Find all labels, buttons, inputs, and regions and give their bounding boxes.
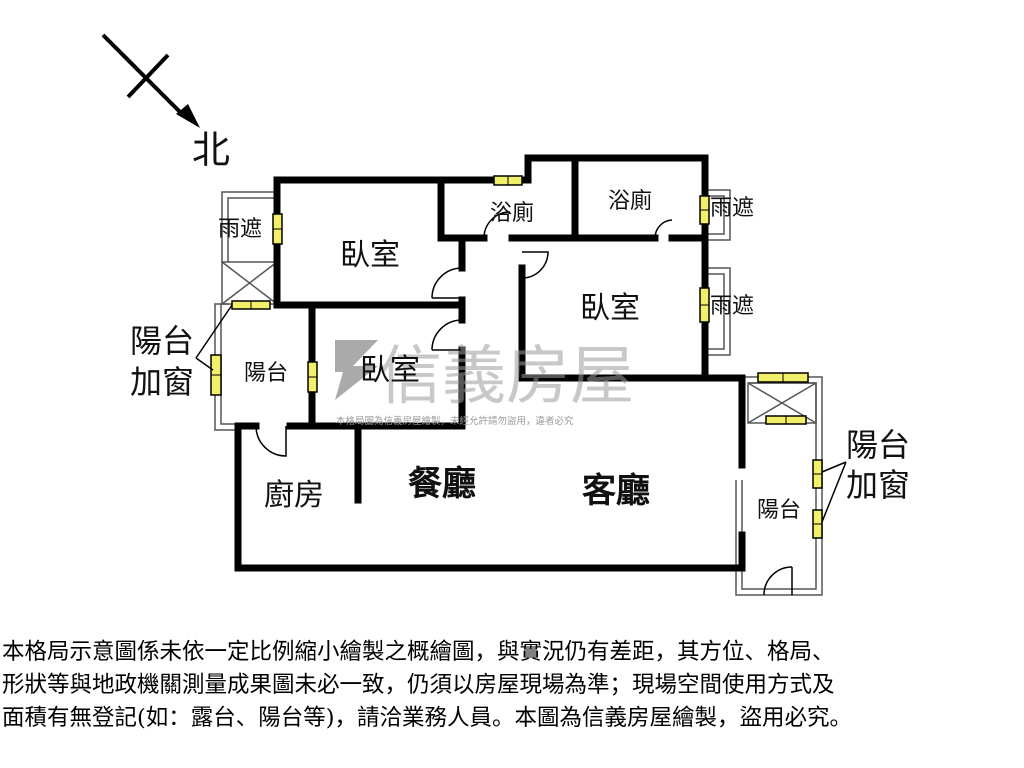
label-bedroom-right: 臥室 xyxy=(580,291,640,326)
label-living: 客廳 xyxy=(582,471,650,511)
brand-logo xyxy=(335,340,378,400)
label-balcony-right: 陽台 xyxy=(757,498,801,523)
label-kitchen: 廚房 xyxy=(264,478,324,513)
label-balcony-left: 陽台 xyxy=(244,361,288,386)
label-canopy-right-top: 雨遮 xyxy=(710,196,754,221)
disclaimer-line-1: 本格局示意圖係未依一定比例縮小繪製之概繪圖，與實況仍有差距，其方位、格局、 xyxy=(2,639,835,665)
balcony-left-outline xyxy=(214,191,278,431)
label-bath-left: 浴廁 xyxy=(490,201,534,226)
label-canopy-right-mid: 雨遮 xyxy=(710,294,754,319)
callout-left-line1: 陽台 xyxy=(130,322,194,360)
label-dining: 餐廳 xyxy=(408,464,476,504)
window-mullions xyxy=(211,176,822,525)
watermark-notice: 本格局圖為信義房屋繪製，未經允許請勿盜用，違者必究 xyxy=(336,415,574,427)
callout-right-leaders xyxy=(821,461,847,523)
callout-left-line2: 加窗 xyxy=(130,363,194,401)
label-bath-right: 浴廁 xyxy=(608,189,652,214)
disclaimer-line-3: 面積有無登記(如：露台、陽台等)，請洽業務人員。本圖為信義房屋繪製，盜用必究。 xyxy=(2,705,853,731)
label-canopy-left: 雨遮 xyxy=(218,217,262,242)
label-bedroom-top-left: 臥室 xyxy=(340,238,400,273)
walls xyxy=(234,154,746,572)
callout-right-line2: 加窗 xyxy=(846,466,910,504)
callout-left-leaders xyxy=(195,304,233,371)
disclaimer-line-2: 形狀等與地政機關測量成果圖未必一致，仍須以房屋現場為準；現場空間使用方式及 xyxy=(2,672,835,698)
canopy-right-outline xyxy=(705,189,731,356)
doors xyxy=(255,211,793,596)
north-arrow xyxy=(101,33,200,128)
watermark-brand: 信義房屋 xyxy=(378,340,634,414)
disclaimer: 本格局示意圖係未依一定比例縮小繪製之概繪圖，與實況仍有差距，其方位、格局、 形狀… xyxy=(2,636,1022,735)
watermark: 信義房屋 本格局圖為信義房屋繪製，未經允許請勿盜用，違者必究 xyxy=(335,340,634,427)
north-label: 北 xyxy=(192,128,230,172)
label-bedroom-middle: 臥室 xyxy=(360,353,420,388)
floor-plan: 北 xyxy=(101,33,910,596)
balcony-right-outline xyxy=(735,376,823,596)
callout-right-line1: 陽台 xyxy=(846,426,910,464)
